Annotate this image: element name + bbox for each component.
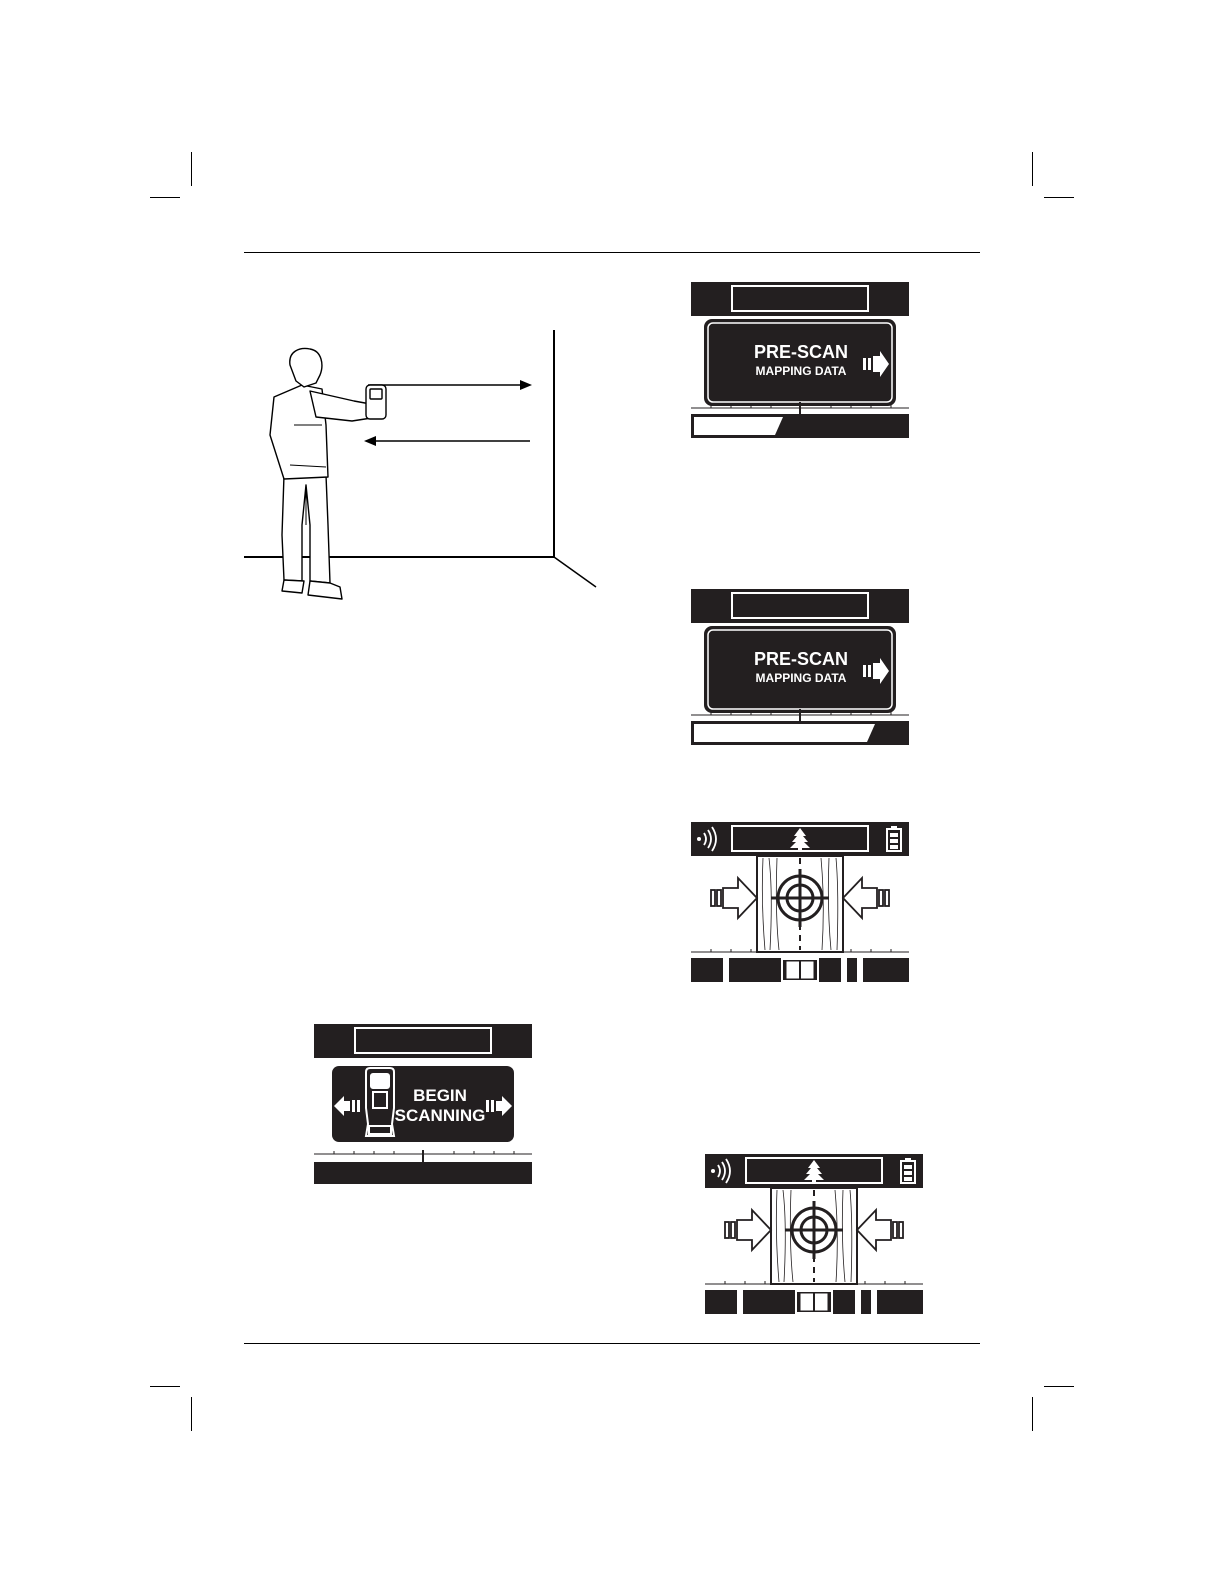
crop-mark xyxy=(191,152,192,186)
header-rule xyxy=(244,252,980,253)
prescan-screen-1: PRE-SCAN MAPPING DATA xyxy=(691,282,909,442)
crop-mark xyxy=(1044,1386,1074,1387)
prescan-title: PRE-SCAN xyxy=(721,342,881,363)
arrow-left-icon xyxy=(843,878,889,918)
prescan-subtitle: MAPPING DATA xyxy=(721,364,881,378)
prescan-title: PRE-SCAN xyxy=(721,649,881,670)
prescan-screen-2: PRE-SCAN MAPPING DATA xyxy=(691,589,909,749)
person-scanning-illustration xyxy=(244,325,604,610)
stud-target-screen-2 xyxy=(705,1154,923,1316)
arrow-right-icon xyxy=(711,878,757,918)
stud-target-screen-1 xyxy=(691,822,909,984)
begin-scanning-screen: BEGIN SCANNING xyxy=(314,1024,532,1186)
arrow-left-icon xyxy=(857,1210,903,1250)
crop-mark xyxy=(150,1386,180,1387)
prescan-subtitle: MAPPING DATA xyxy=(721,671,881,685)
crop-mark xyxy=(1032,152,1033,186)
footer-rule xyxy=(244,1343,980,1344)
crop-mark xyxy=(150,197,180,198)
crop-mark xyxy=(1032,1397,1033,1431)
scanning-label: SCANNING xyxy=(392,1106,488,1126)
arrow-right-icon xyxy=(725,1210,771,1250)
crop-mark xyxy=(1044,197,1074,198)
crop-mark xyxy=(191,1397,192,1431)
begin-label: BEGIN xyxy=(402,1086,478,1106)
